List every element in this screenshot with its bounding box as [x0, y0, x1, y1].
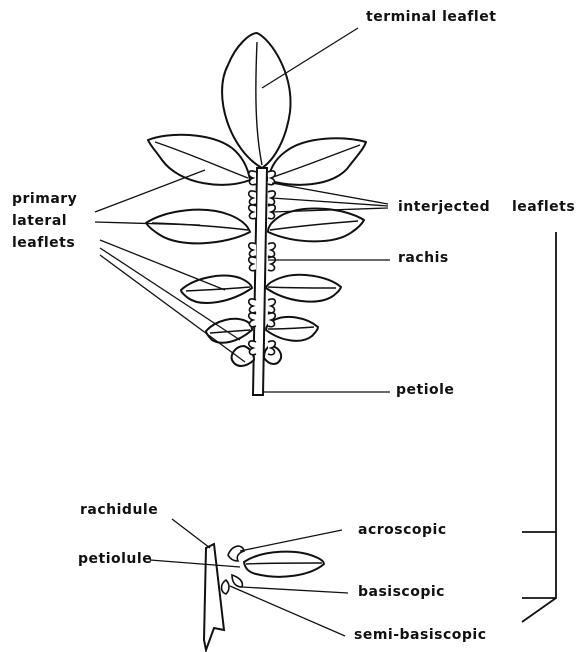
- leader-rachidule: [172, 519, 210, 548]
- leader-primary-3: [100, 240, 225, 290]
- leader-petiolule: [150, 560, 240, 567]
- leader-interjected-2: [272, 198, 388, 206]
- label-rachis: rachis: [398, 249, 449, 268]
- label-basiscopic: basiscopic: [358, 583, 445, 602]
- label-petiolule: petiolule: [78, 550, 152, 569]
- label-interjected: interjected: [398, 198, 490, 217]
- leader-semi-basiscopic: [230, 586, 345, 636]
- detail-rachis: [204, 544, 224, 650]
- detail-leaflet-figure: [204, 544, 324, 650]
- leader-interjected-1: [272, 183, 388, 204]
- label-interjected-leaflets-word: leaflets: [512, 198, 575, 217]
- leader-acroscopic: [240, 530, 342, 551]
- leader-primary-1: [95, 170, 205, 212]
- lateral-leaflet-left-1: [148, 135, 250, 185]
- leader-primary-5: [100, 255, 245, 362]
- bracket: [522, 232, 556, 622]
- detail-leader-lines: [150, 519, 348, 636]
- label-rachidule: rachidule: [80, 501, 158, 520]
- label-leaflets: leaflets: [12, 234, 75, 253]
- compound-leaf: [146, 33, 366, 395]
- label-acroscopic: acroscopic: [358, 521, 447, 540]
- label-terminal-leaflet: terminal leaflet: [366, 8, 496, 27]
- label-petiole: petiole: [396, 381, 454, 400]
- label-semi-basiscopic: semi-basiscopic: [354, 626, 487, 645]
- label-primary: primary: [12, 190, 77, 209]
- bracket-line: [522, 232, 556, 622]
- detail-basiscopic-leaflet: [232, 575, 242, 587]
- lateral-leaflet-left-2: [146, 210, 250, 244]
- label-lateral: lateral: [12, 212, 67, 231]
- detail-semi-basiscopic-leaflet: [222, 580, 230, 594]
- leader-basiscopic: [242, 587, 348, 593]
- detail-acroscopic-leaflet: [228, 546, 244, 561]
